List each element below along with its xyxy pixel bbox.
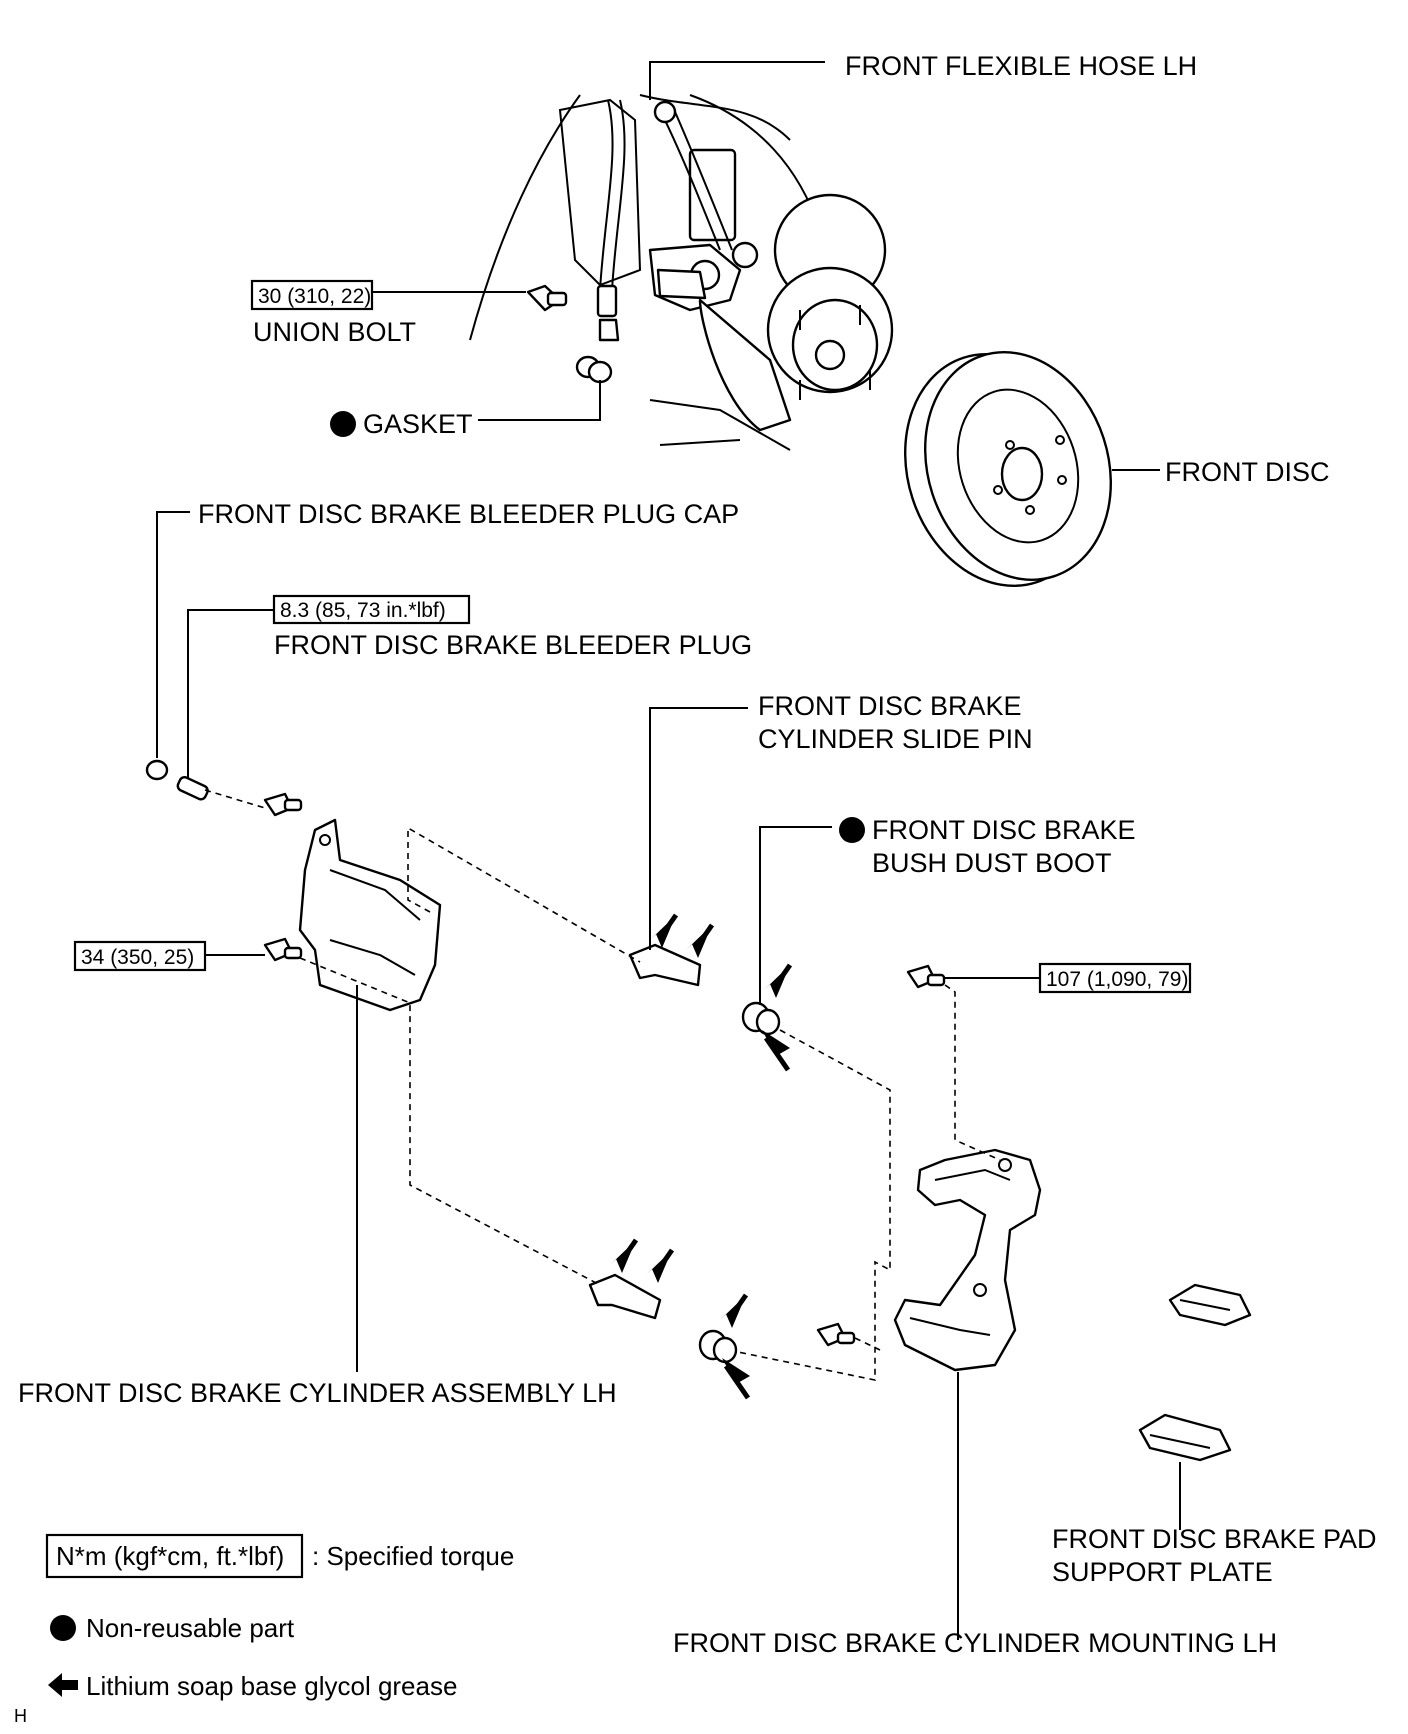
slide-pin-upper bbox=[628, 943, 702, 987]
dust-boot-upper bbox=[741, 1001, 781, 1036]
label-union-bolt: UNION BOLT bbox=[253, 317, 416, 347]
non-reusable-icon bbox=[50, 1615, 76, 1641]
label-pad-support-2: SUPPORT PLATE bbox=[1052, 1557, 1273, 1587]
label-front-flexible-hose: FRONT FLEXIBLE HOSE LH bbox=[845, 51, 1197, 81]
legend: N*m (kgf*cm, ft.*lbf) : Specified torque… bbox=[45, 1533, 514, 1701]
svg-text:8.3 (85, 73 in.*lbf): 8.3 (85, 73 in.*lbf) bbox=[280, 599, 446, 622]
torque-bleeder-plug: 8.3 (85, 73 in.*lbf) bbox=[272, 594, 471, 625]
gasket-part bbox=[575, 355, 613, 384]
grease-arrows bbox=[610, 913, 793, 1400]
label-dust-boot-2: BUSH DUST BOOT bbox=[872, 848, 1112, 878]
bleeder-plug bbox=[176, 776, 209, 801]
mounting-bolt-lower bbox=[816, 1322, 856, 1347]
torque-cylinder-bolt: 34 (350, 25) bbox=[73, 940, 207, 972]
corner-mark: H bbox=[14, 1706, 27, 1726]
legend-torque-desc: : Specified torque bbox=[312, 1541, 514, 1571]
legend-torque-unit: N*m (kgf*cm, ft.*lbf) bbox=[56, 1541, 284, 1571]
label-gasket: GASKET bbox=[363, 409, 473, 439]
pad-support-plate-upper bbox=[1168, 1283, 1252, 1327]
label-cylinder-mounting: FRONT DISC BRAKE CYLINDER MOUNTING LH bbox=[673, 1628, 1277, 1658]
slide-pin-lower bbox=[588, 1273, 662, 1320]
union-bolt bbox=[526, 284, 568, 312]
leader-lines bbox=[156, 61, 1181, 1640]
label-front-disc: FRONT DISC bbox=[1165, 457, 1330, 487]
legend-torque-box bbox=[45, 1533, 304, 1579]
front-disc bbox=[904, 351, 1112, 587]
non-reusable-dot-dust-boot bbox=[839, 817, 865, 843]
steering-knuckle-hub bbox=[469, 94, 894, 451]
label-dust-boot-1: FRONT DISC BRAKE bbox=[872, 815, 1136, 845]
cylinder-mounting bbox=[893, 1148, 1042, 1372]
label-slide-pin-2: CYLINDER SLIDE PIN bbox=[758, 724, 1033, 754]
svg-text:30 (310, 22): 30 (310, 22) bbox=[258, 285, 371, 308]
flexible-hose bbox=[596, 99, 733, 342]
grease-arrow-icon bbox=[48, 1673, 78, 1697]
assembly-lines bbox=[204, 789, 1001, 1381]
label-cylinder-assembly: FRONT DISC BRAKE CYLINDER ASSEMBLY LH bbox=[18, 1378, 617, 1408]
torque-union-bolt: 30 (310, 22) bbox=[250, 279, 374, 311]
label-bleeder-plug: FRONT DISC BRAKE BLEEDER PLUG bbox=[274, 630, 752, 660]
svg-text:34 (350, 25): 34 (350, 25) bbox=[81, 946, 194, 969]
torque-mounting-bolt: 107 (1,090, 79) bbox=[1038, 962, 1192, 994]
pad-support-plate-lower bbox=[1138, 1413, 1232, 1462]
label-pad-support-1: FRONT DISC BRAKE PAD bbox=[1052, 1524, 1377, 1554]
label-bleeder-plug-cap: FRONT DISC BRAKE BLEEDER PLUG CAP bbox=[198, 499, 739, 529]
mounting-bolt-upper bbox=[906, 964, 946, 989]
legend-non-reusable: Non-reusable part bbox=[86, 1613, 295, 1643]
cylinder-assembly bbox=[263, 792, 442, 1012]
dust-boot-lower bbox=[698, 1329, 738, 1364]
svg-text:107 (1,090, 79): 107 (1,090, 79) bbox=[1046, 968, 1188, 991]
label-slide-pin-1: FRONT DISC BRAKE bbox=[758, 691, 1022, 721]
legend-grease: Lithium soap base glycol grease bbox=[86, 1671, 457, 1701]
non-reusable-dot-gasket bbox=[330, 411, 356, 437]
labels: FRONT FLEXIBLE HOSE LH UNION BOLT GASKET… bbox=[18, 51, 1377, 1658]
bleeder-plug-cap bbox=[145, 759, 169, 781]
